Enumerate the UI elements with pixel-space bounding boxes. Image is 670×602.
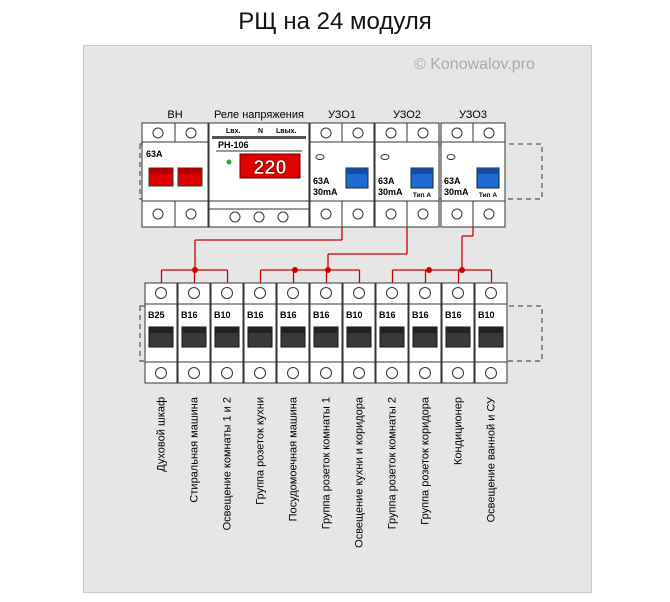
relay-display bbox=[239, 153, 301, 179]
relay-terminal-n: N bbox=[258, 128, 263, 135]
relay-model: РН-106 bbox=[218, 140, 249, 150]
rcd-type: Тип А bbox=[413, 192, 431, 199]
breaker-label: Духовой шкаф bbox=[156, 397, 168, 472]
breaker-row: B25 B16 B10 B16 B16 B16 B10 B16 B16 B16 B10 bbox=[144, 282, 508, 384]
breaker-rating: B16 bbox=[280, 310, 297, 320]
breaker-rating: B16 bbox=[412, 310, 429, 320]
breaker-rating: B16 bbox=[313, 310, 330, 320]
voltage-relay: Lвх. N Lвых. РН-106 220 bbox=[208, 122, 310, 228]
rcd-current: 30mA bbox=[378, 187, 403, 197]
breaker-label: Кондиционер bbox=[453, 397, 465, 465]
rcd-test-button bbox=[380, 154, 390, 160]
breaker-label: Группа розеток кухни bbox=[255, 397, 267, 505]
main-switch-header: ВН bbox=[167, 109, 182, 121]
rcd-header: УЗО2 bbox=[393, 109, 421, 121]
rcd-test-button bbox=[446, 154, 456, 160]
wires bbox=[160, 227, 493, 283]
breaker-1: B25 bbox=[144, 282, 178, 384]
breaker-rating: B16 bbox=[445, 310, 462, 320]
breaker-rating: B25 bbox=[148, 310, 165, 320]
watermark: © Konowalov.pro bbox=[414, 56, 535, 73]
rcd-rating: 63A bbox=[313, 176, 330, 186]
top-row-devices: ВН 63A Реле напряжения Lвх. N Lвых. bbox=[141, 109, 310, 228]
page-title: РЩ на 24 модуля bbox=[238, 8, 432, 35]
breaker-labels: Духовой шкаф Стиральная машина Освещение к… bbox=[156, 396, 498, 548]
rcd-rating: 63A bbox=[378, 176, 395, 186]
relay-indicator-led bbox=[226, 159, 232, 165]
relay-terminal-out: Lвых. bbox=[276, 128, 296, 135]
breaker-label: Стиральная машина bbox=[189, 396, 201, 502]
rcd-current: 30mA bbox=[444, 187, 469, 197]
breaker-10: B16 bbox=[441, 282, 475, 384]
breaker-7: B10 bbox=[342, 282, 376, 384]
rcd-current: 30mA bbox=[313, 187, 338, 197]
breaker-4: B16 bbox=[243, 282, 277, 384]
main-switch: 63A bbox=[141, 122, 209, 228]
breaker-9: B16 bbox=[408, 282, 442, 384]
voltage-relay-header: Реле напряжения bbox=[214, 109, 304, 121]
breaker-label: Посудомоечная машина bbox=[288, 396, 300, 521]
rcd-rating: 63A bbox=[444, 176, 461, 186]
breaker-2: B16 bbox=[177, 282, 211, 384]
breaker-rating: B16 bbox=[181, 310, 198, 320]
breaker-label: Освещение кухни и коридора bbox=[354, 396, 366, 548]
breaker-rating: B10 bbox=[346, 310, 363, 320]
breaker-label: Группа розеток комнаты 2 bbox=[387, 397, 399, 529]
breaker-rating: B16 bbox=[379, 310, 396, 320]
breaker-label: Освещение ванной и СУ bbox=[486, 396, 498, 522]
main-switch-rating: 63A bbox=[146, 149, 163, 159]
breaker-rating: B10 bbox=[214, 310, 231, 320]
rcd-header: УЗО1 bbox=[328, 109, 356, 121]
breaker-11: B10 bbox=[474, 282, 508, 384]
relay-display-value: 220 bbox=[253, 157, 286, 179]
breaker-label: Освещение комнаты 1 и 2 bbox=[222, 397, 234, 530]
rcd-type: Тип А bbox=[479, 192, 497, 199]
rcd-header: УЗО3 bbox=[459, 109, 487, 121]
breaker-label: Группа розеток коридора bbox=[420, 396, 432, 525]
breaker-3: B10 bbox=[210, 282, 244, 384]
rcd-test-button bbox=[315, 154, 325, 160]
breaker-8: B16 bbox=[375, 282, 409, 384]
breaker-5: B16 bbox=[276, 282, 310, 384]
relay-terminal-in: Lвх. bbox=[226, 128, 240, 135]
breaker-6: B16 bbox=[309, 282, 343, 384]
breaker-label: Группа розеток комнаты 1 bbox=[321, 397, 333, 529]
breaker-rating: B16 bbox=[247, 310, 264, 320]
breaker-rating: B10 bbox=[478, 310, 495, 320]
